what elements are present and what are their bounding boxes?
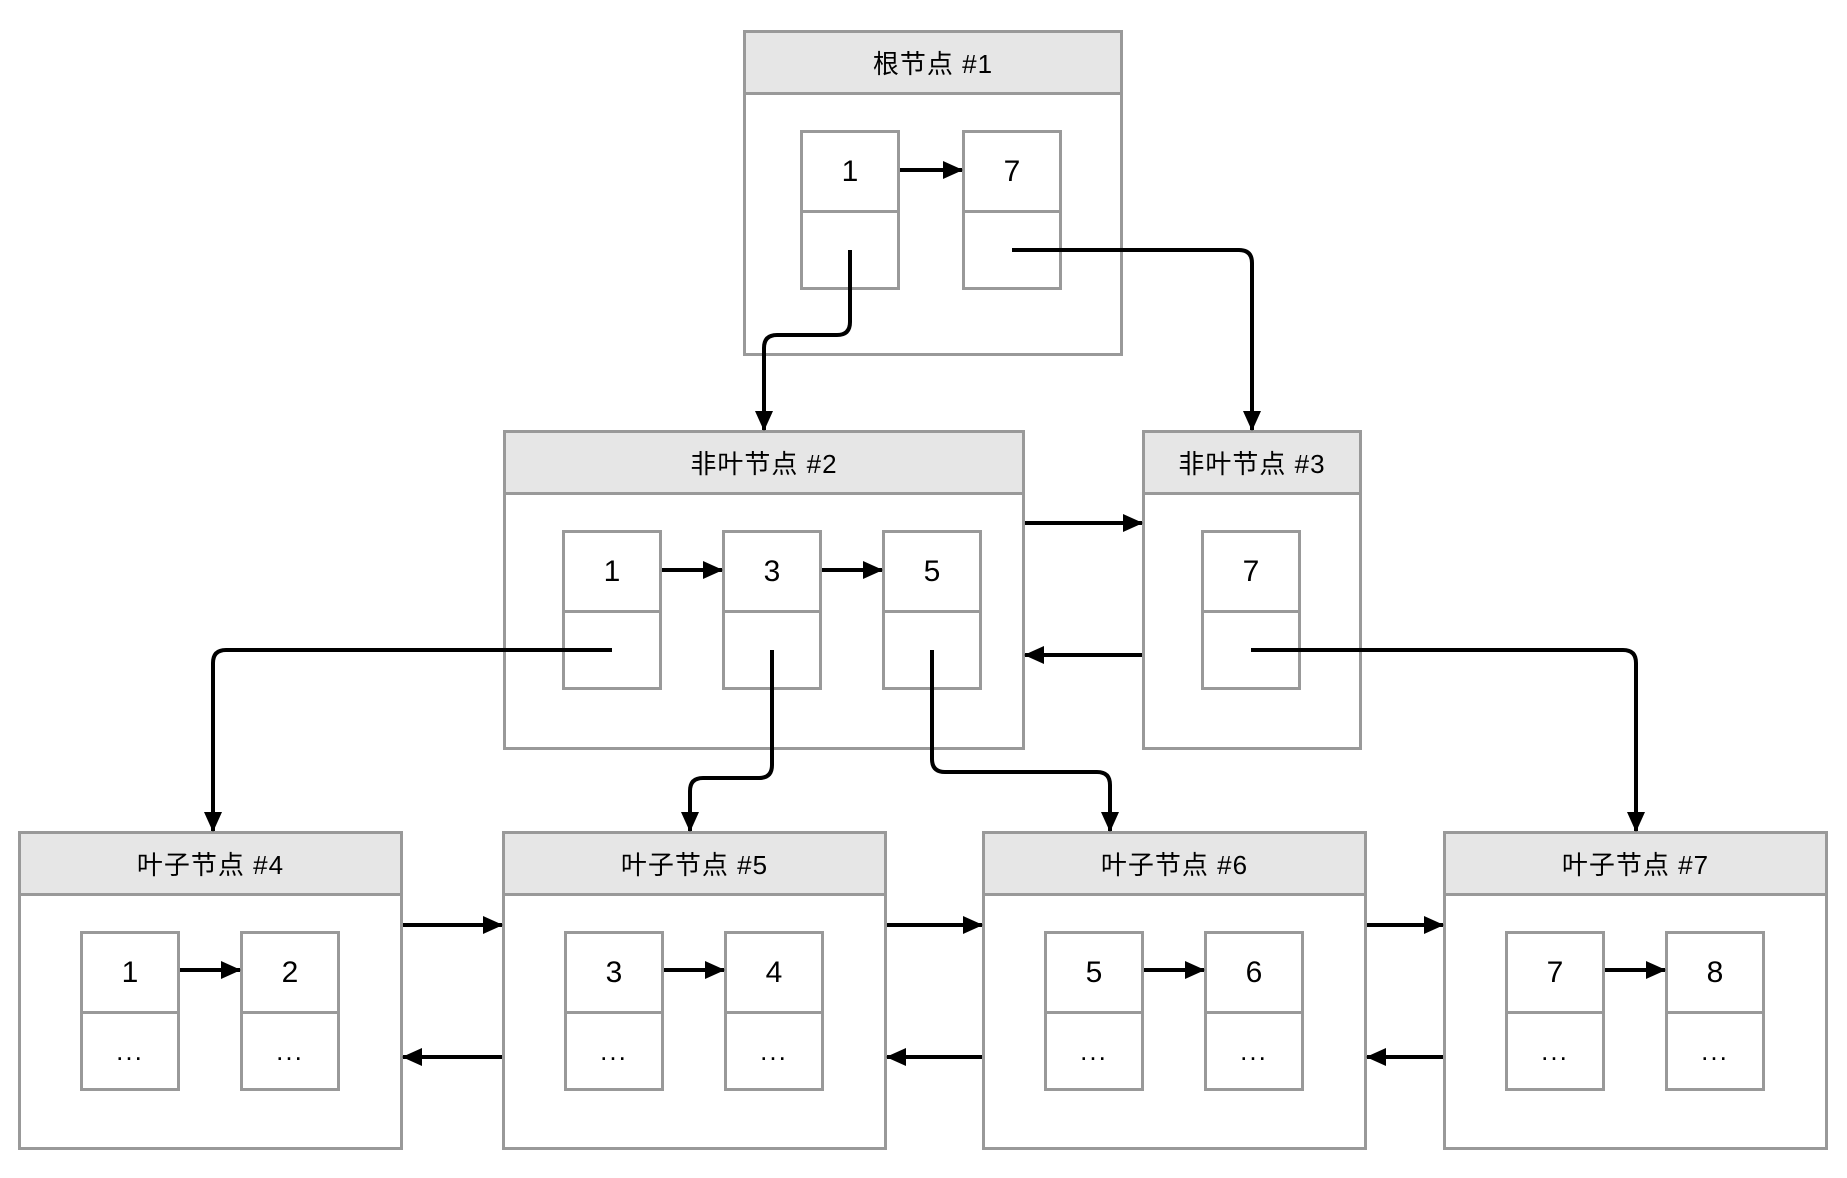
pointer-cell: ... bbox=[116, 1035, 144, 1066]
pointer-cell: ... bbox=[276, 1035, 304, 1066]
key-cell: 6 bbox=[1207, 934, 1301, 1014]
node-leaf-7: 叶子节点 #7 7 ... 8 ... bbox=[1443, 831, 1828, 1150]
key-pointer-cell: 5 ... bbox=[1044, 931, 1144, 1091]
key-pointer-cell: 1 bbox=[562, 530, 662, 690]
pointer-cell: ... bbox=[600, 1035, 628, 1066]
node-leaf-6: 叶子节点 #6 5 ... 6 ... bbox=[982, 831, 1367, 1150]
key-cell: 4 bbox=[727, 934, 821, 1014]
key-cell: 5 bbox=[1047, 934, 1141, 1014]
key-cell: 3 bbox=[725, 533, 819, 613]
node-internal-2: 非叶节点 #2 1 3 5 bbox=[503, 430, 1025, 750]
key-pointer-cell: 7 bbox=[962, 130, 1062, 290]
node-title: 非叶节点 #3 bbox=[1145, 433, 1359, 495]
key-cell: 7 bbox=[965, 133, 1059, 213]
node-title: 叶子节点 #6 bbox=[985, 834, 1364, 896]
key-pointer-cell: 1 ... bbox=[80, 931, 180, 1091]
key-cell: 5 bbox=[885, 533, 979, 613]
key-cell: 1 bbox=[565, 533, 659, 613]
node-internal-3: 非叶节点 #3 7 bbox=[1142, 430, 1362, 750]
node-title: 非叶节点 #2 bbox=[506, 433, 1022, 495]
key-pointer-cell: 7 ... bbox=[1505, 931, 1605, 1091]
key-cell: 8 bbox=[1668, 934, 1762, 1014]
key-pointer-cell: 8 ... bbox=[1665, 931, 1765, 1091]
node-title: 根节点 #1 bbox=[746, 33, 1120, 95]
key-cell: 1 bbox=[803, 133, 897, 213]
key-pointer-cell: 3 bbox=[722, 530, 822, 690]
key-cell: 3 bbox=[567, 934, 661, 1014]
pointer-cell bbox=[565, 613, 659, 687]
key-cell: 1 bbox=[83, 934, 177, 1014]
pointer-cell bbox=[1204, 613, 1298, 687]
key-cell: 7 bbox=[1204, 533, 1298, 613]
pointer-cell: ... bbox=[1701, 1035, 1729, 1066]
node-title: 叶子节点 #4 bbox=[21, 834, 400, 896]
key-pointer-cell: 2 ... bbox=[240, 931, 340, 1091]
key-pointer-cell: 1 bbox=[800, 130, 900, 290]
pointer-cell: ... bbox=[1541, 1035, 1569, 1066]
node-root-1: 根节点 #1 1 7 bbox=[743, 30, 1123, 356]
pointer-cell bbox=[725, 613, 819, 687]
key-pointer-cell: 3 ... bbox=[564, 931, 664, 1091]
node-leaf-4: 叶子节点 #4 1 ... 2 ... bbox=[18, 831, 403, 1150]
pointer-cell: ... bbox=[1080, 1035, 1108, 1066]
key-pointer-cell: 5 bbox=[882, 530, 982, 690]
key-cell: 7 bbox=[1508, 934, 1602, 1014]
key-pointer-cell: 4 ... bbox=[724, 931, 824, 1091]
node-title: 叶子节点 #7 bbox=[1446, 834, 1825, 896]
key-cell: 2 bbox=[243, 934, 337, 1014]
key-pointer-cell: 7 bbox=[1201, 530, 1301, 690]
pointer-cell: ... bbox=[760, 1035, 788, 1066]
pointer-cell bbox=[803, 213, 897, 287]
pointer-cell: ... bbox=[1240, 1035, 1268, 1066]
pointer-cell bbox=[965, 213, 1059, 287]
node-title: 叶子节点 #5 bbox=[505, 834, 884, 896]
key-pointer-cell: 6 ... bbox=[1204, 931, 1304, 1091]
pointer-cell bbox=[885, 613, 979, 687]
node-leaf-5: 叶子节点 #5 3 ... 4 ... bbox=[502, 831, 887, 1150]
